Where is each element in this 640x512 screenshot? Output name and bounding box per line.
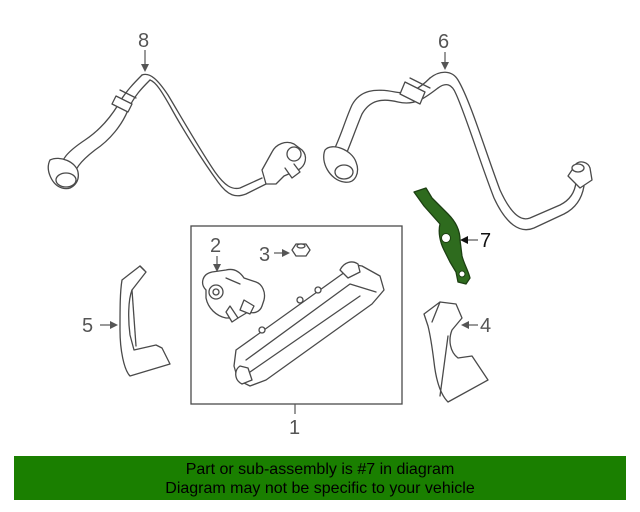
callout-1-label: 1 [289, 417, 300, 439]
info-banner: Part or sub-assembly is #7 in diagram Di… [14, 456, 626, 500]
callout-2-label: 2 [210, 235, 221, 257]
callout-6: 6 [438, 31, 449, 70]
callout-3: 3 [259, 244, 290, 266]
part-1-assembly-box[interactable] [190, 225, 403, 405]
banner-line-1: Part or sub-assembly is #7 in diagram [185, 461, 455, 478]
part-6-pipe[interactable] [323, 71, 593, 231]
part-4-shield[interactable] [423, 301, 489, 403]
callout-5: 5 [82, 315, 118, 337]
callout-8-label: 8 [138, 30, 149, 52]
part-3-nut[interactable] [291, 243, 311, 257]
callout-6-label: 6 [438, 31, 449, 53]
part-5-shield[interactable] [119, 265, 171, 377]
oil-cooler [233, 261, 385, 387]
callout-3-label: 3 [259, 244, 270, 266]
callout-1: 1 [289, 404, 300, 439]
callout-5-label: 5 [82, 315, 93, 337]
callout-2: 2 [210, 235, 221, 272]
callout-4-label: 4 [480, 315, 491, 337]
part-7-bracket[interactable] [413, 187, 471, 285]
part-2-pump[interactable] [201, 268, 266, 323]
part-8-hose[interactable] [47, 73, 307, 197]
callout-7-label: 7 [480, 230, 491, 252]
banner-line-2: Diagram may not be specific to your vehi… [165, 480, 475, 497]
callout-7: 7 [460, 230, 491, 252]
parts-diagram: 8 6 7 5 [47, 30, 593, 439]
callout-4: 4 [461, 315, 491, 337]
callout-8: 8 [138, 30, 149, 72]
